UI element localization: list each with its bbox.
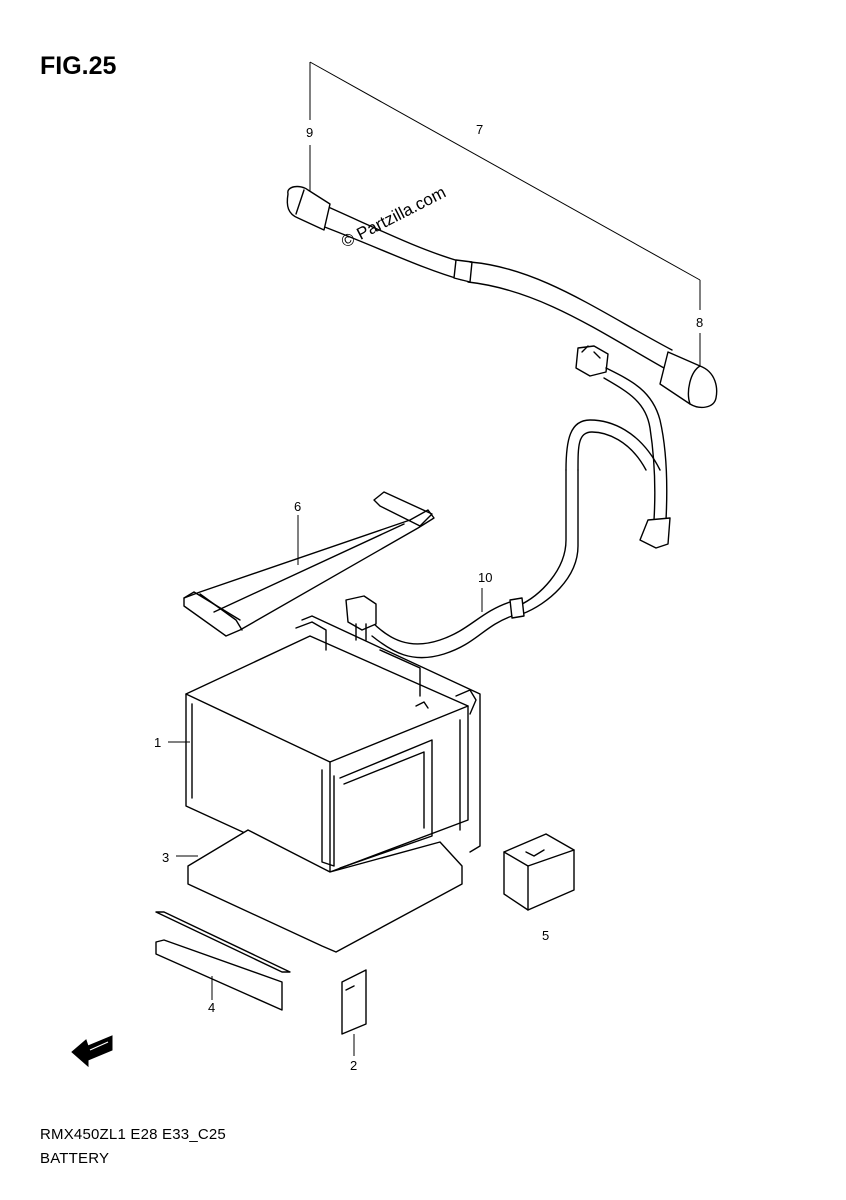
- negative-lead[interactable]: [345, 345, 671, 659]
- fwd-arrow-icon: [71, 1035, 113, 1068]
- section-name: BATTERY: [40, 1150, 110, 1167]
- callout-vent-tube-cap: 8: [696, 315, 703, 330]
- model-code: RMX450ZL1 E28 E33_C25: [40, 1126, 226, 1143]
- starter-cable-leaders: [309, 61, 701, 368]
- vent-tube-cap[interactable]: [659, 351, 718, 409]
- fuse[interactable]: [503, 833, 575, 911]
- callout-negative-lead: 10: [478, 570, 492, 585]
- battery[interactable]: [168, 615, 481, 873]
- callout-tape: 4: [208, 1000, 215, 1015]
- battery-band[interactable]: [183, 491, 435, 637]
- battery-tape[interactable]: [155, 911, 291, 1011]
- terminal-cover[interactable]: [286, 185, 331, 231]
- callout-band: 6: [294, 499, 301, 514]
- callout-cushion: 3: [162, 850, 169, 865]
- callout-label: 2: [350, 1058, 357, 1073]
- callout-fuse: 5: [542, 928, 549, 943]
- battery-cushion[interactable]: [176, 829, 463, 953]
- callout-terminal-cover: 9: [306, 125, 313, 140]
- starter-cable[interactable]: [321, 205, 673, 369]
- watermark: © Partzilla.com: [338, 183, 449, 252]
- callout-battery: 1: [154, 735, 161, 750]
- callout-starter-cable: 7: [476, 122, 483, 137]
- figure-title: FIG.25: [40, 52, 117, 80]
- battery-label[interactable]: [341, 969, 367, 1056]
